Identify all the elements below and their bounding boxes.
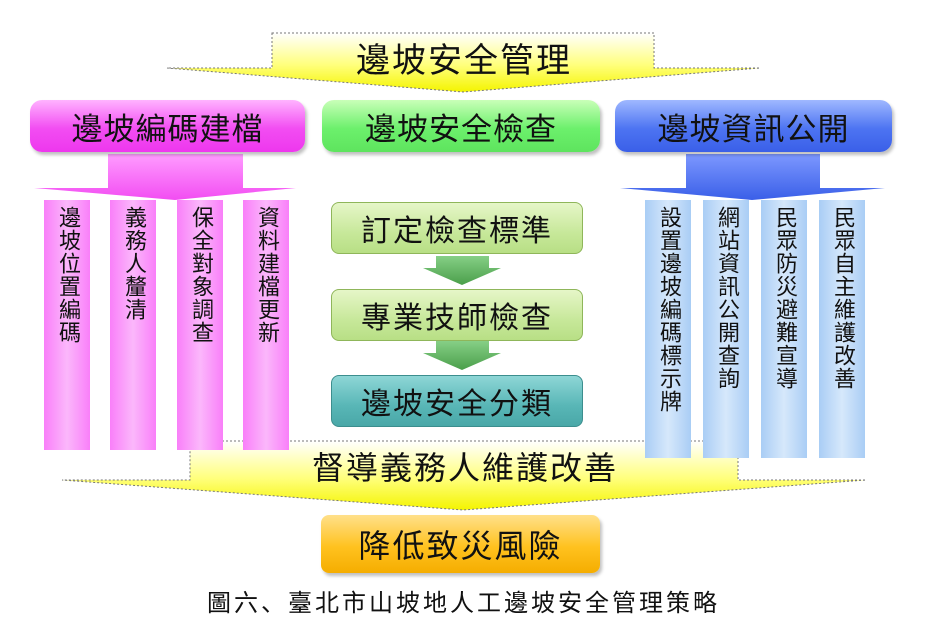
right-column-4: 民眾自主維護改善	[819, 200, 865, 458]
left-header-arrow	[34, 154, 296, 200]
step-arrow-1	[423, 256, 501, 285]
right-header-arrow	[620, 154, 885, 200]
header-info-disclosure: 邊坡資訊公開	[615, 100, 892, 152]
right-column-2: 網站資訊公開查詢	[703, 200, 749, 458]
left-column-4-text: 資料建檔更新	[254, 206, 279, 344]
step-safety-classification: 邊坡安全分類	[331, 375, 583, 427]
left-column-2: 義務人釐清	[110, 200, 156, 450]
bottom-arrow	[61, 440, 867, 511]
right-column-3-text: 民眾防災避難宣導	[772, 206, 797, 390]
right-column-1: 設置邊坡編碼標示牌	[645, 200, 691, 458]
left-column-1: 邊坡位置編碼	[44, 200, 90, 450]
left-column-4: 資料建檔更新	[243, 200, 289, 450]
header-code-filing: 邊坡編碼建檔	[30, 100, 305, 152]
step-set-standard: 訂定檢查標準	[331, 202, 583, 254]
left-column-3: 保全對象調查	[177, 200, 223, 450]
header-safety-inspection: 邊坡安全檢查	[322, 100, 600, 152]
left-column-1-text: 邊坡位置編碼	[55, 206, 80, 344]
step-arrow-2	[423, 341, 501, 370]
right-column-3: 民眾防災避難宣導	[761, 200, 807, 458]
left-column-3-text: 保全對象調查	[188, 206, 213, 344]
right-column-2-text: 網站資訊公開查詢	[714, 206, 739, 390]
step-engineer-inspection: 專業技師檢查	[331, 289, 583, 341]
result-reduce-risk: 降低致災風險	[321, 515, 600, 573]
bottom-banner-title: 督導義務人維護改善	[311, 449, 618, 487]
right-column-4-text: 民眾自主維護改善	[830, 206, 855, 390]
top-arrow	[166, 32, 761, 93]
figure-caption: 圖六、臺北市山坡地人工邊坡安全管理策略	[207, 589, 720, 617]
top-banner-title: 邊坡安全管理	[356, 40, 572, 81]
right-column-1-text: 設置邊坡編碼標示牌	[656, 206, 681, 413]
left-column-2-text: 義務人釐清	[121, 206, 146, 321]
